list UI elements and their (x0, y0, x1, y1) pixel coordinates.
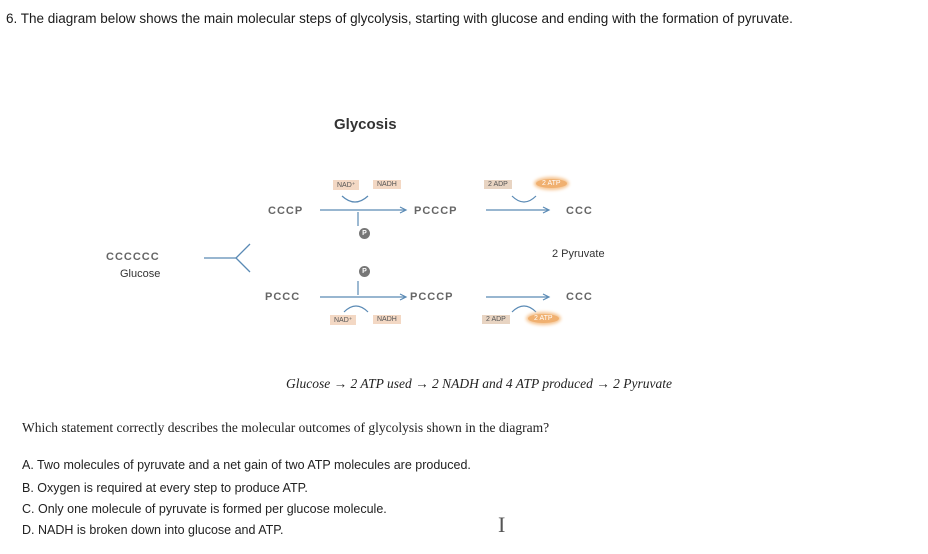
option-c[interactable]: C. Only one molecule of pyruvate is form… (22, 502, 387, 516)
bottom-adp-label: 2 ADP (482, 315, 510, 324)
glucose-label: Glucose (120, 268, 161, 280)
top-atp-burst: 2 ATP (536, 179, 567, 188)
bottom-atp-burst: 2 ATP (528, 314, 559, 323)
top-adp-label: 2 ADP (484, 180, 512, 189)
top-nadh-label: NADH (373, 180, 401, 189)
glucose-chain: CCCCCC (106, 251, 160, 263)
option-a[interactable]: A. Two molecules of pyruvate and a net g… (22, 458, 471, 472)
diagram-title: Glycosis (334, 116, 397, 133)
equation-caption: Glucose → 2 ATP used → 2 NADH and 4 ATP … (286, 376, 672, 391)
text-cursor-icon: I (498, 512, 506, 537)
pyruvate-label: 2 Pyruvate (552, 248, 605, 260)
top-phosphate-icon: P (359, 228, 370, 239)
bottom-nadh-label: NADH (373, 315, 401, 324)
top-pyruvate-chain: CCC (566, 205, 593, 217)
bottom-phosphate-icon: P (359, 266, 370, 277)
top-nad-label: NAD⁺ (333, 180, 360, 190)
top-chain-1: CCCP (268, 205, 304, 217)
option-d[interactable]: D. NADH is broken down into glucose and … (22, 523, 284, 537)
question-prompt: Which statement correctly describes the … (22, 420, 550, 435)
option-b[interactable]: B. Oxygen is required at every step to p… (22, 481, 308, 495)
top-chain-2: PCCCP (414, 205, 458, 217)
question-text: 6. The diagram below shows the main mole… (6, 11, 793, 26)
bottom-chain-2: PCCCP (410, 291, 454, 303)
bottom-chain-1: PCCC (265, 291, 301, 303)
bottom-nad-label: NAD⁺ (330, 315, 357, 325)
bottom-pyruvate-chain: CCC (566, 291, 593, 303)
